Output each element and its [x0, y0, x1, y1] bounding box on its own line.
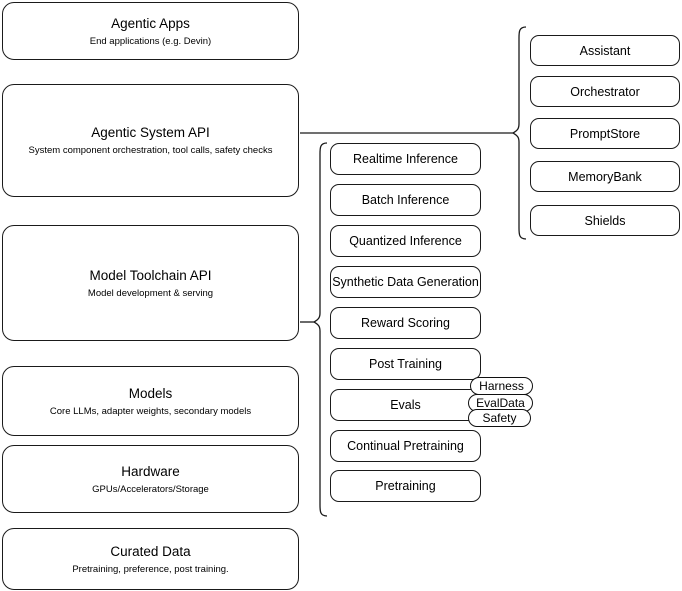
system-component-assistant[interactable]: Assistant	[530, 35, 680, 66]
layer-agentic-apps[interactable]: Agentic Apps End applications (e.g. Devi…	[2, 2, 299, 60]
system-component-label: Shields	[584, 213, 626, 228]
component-label: Reward Scoring	[361, 316, 450, 330]
layer-agentic-system-api[interactable]: Agentic System API System component orch…	[2, 84, 299, 197]
evals-tag-label: EvalData	[476, 396, 525, 410]
component-batch-inference[interactable]: Batch Inference	[330, 184, 481, 216]
bracket-toolchain-components	[312, 142, 328, 517]
component-label: Quantized Inference	[349, 234, 462, 248]
evals-tag-label: Safety	[482, 411, 517, 425]
system-component-label: MemoryBank	[568, 169, 642, 184]
layer-title: Models	[128, 385, 173, 401]
component-pretraining[interactable]: Pretraining	[330, 470, 481, 502]
layer-subtitle: Core LLMs, adapter weights, secondary mo…	[49, 405, 252, 417]
layer-models[interactable]: Models Core LLMs, adapter weights, secon…	[2, 366, 299, 436]
component-evals[interactable]: Evals	[330, 389, 481, 421]
layer-subtitle: End applications (e.g. Devin)	[89, 35, 212, 47]
system-component-orchestrator[interactable]: Orchestrator	[530, 76, 680, 107]
component-label: Continual Pretraining	[347, 439, 464, 453]
component-synthetic-data-generation[interactable]: Synthetic Data Generation	[330, 266, 481, 298]
layer-subtitle: GPUs/Accelerators/Storage	[92, 483, 209, 495]
system-component-label: Assistant	[579, 43, 631, 58]
component-label: Synthetic Data Generation	[332, 275, 479, 289]
component-label: Batch Inference	[361, 193, 450, 207]
component-label: Post Training	[369, 357, 442, 371]
component-realtime-inference[interactable]: Realtime Inference	[330, 143, 481, 175]
layer-title: Hardware	[121, 463, 180, 479]
component-quantized-inference[interactable]: Quantized Inference	[330, 225, 481, 257]
system-component-label: Orchestrator	[570, 84, 640, 99]
evals-tag-evaldata[interactable]: EvalData	[468, 394, 533, 412]
layer-model-toolchain-api[interactable]: Model Toolchain API Model development & …	[2, 225, 299, 341]
system-component-promptstore[interactable]: PromptStore	[530, 118, 680, 149]
component-label: Pretraining	[375, 479, 436, 493]
system-component-memorybank[interactable]: MemoryBank	[530, 161, 680, 192]
layer-title: Curated Data	[110, 543, 191, 559]
layer-subtitle: Pretraining, preference, post training.	[72, 563, 229, 575]
layer-subtitle: Model development & serving	[87, 287, 214, 299]
layer-subtitle: System component orchestration, tool cal…	[28, 145, 273, 156]
bracket-system-components	[511, 26, 527, 240]
evals-tag-safety[interactable]: Safety	[468, 409, 531, 427]
component-reward-scoring[interactable]: Reward Scoring	[330, 307, 481, 339]
component-post-training[interactable]: Post Training	[330, 348, 481, 380]
system-component-label: PromptStore	[569, 126, 641, 141]
layer-title: Agentic Apps	[111, 15, 190, 31]
evals-tag-label: Harness	[479, 379, 524, 393]
component-label: Realtime Inference	[353, 152, 458, 166]
layer-title: Model Toolchain API	[89, 267, 212, 283]
component-continual-pretraining[interactable]: Continual Pretraining	[330, 430, 481, 462]
layer-hardware[interactable]: Hardware GPUs/Accelerators/Storage	[2, 445, 299, 513]
component-label: Evals	[390, 398, 421, 412]
layer-title: Agentic System API	[91, 125, 210, 140]
evals-tag-harness[interactable]: Harness	[470, 377, 533, 395]
layer-curated-data[interactable]: Curated Data Pretraining, preference, po…	[2, 528, 299, 590]
system-component-shields[interactable]: Shields	[530, 205, 680, 236]
